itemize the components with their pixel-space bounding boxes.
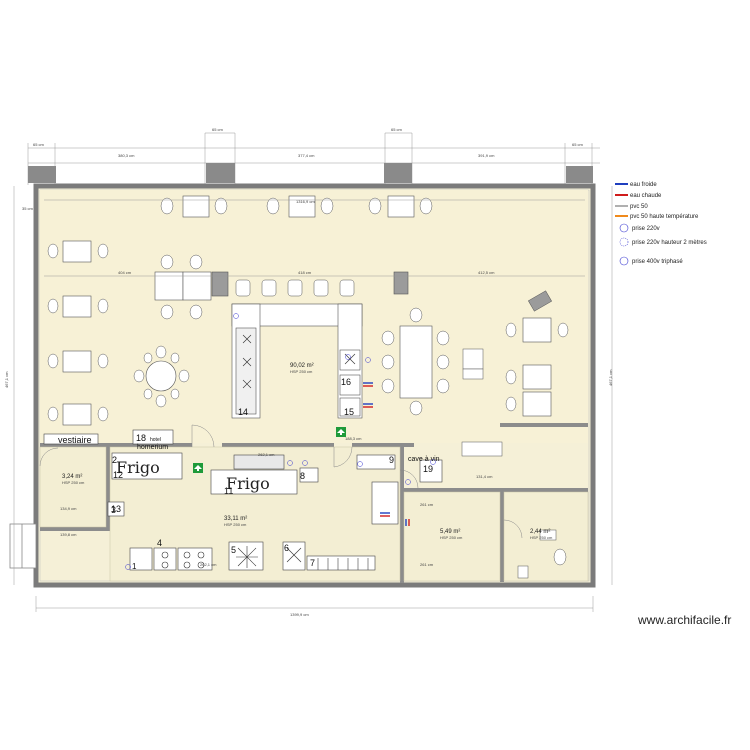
room-wc-hsp: HSP 250 cm bbox=[530, 535, 553, 540]
num-3: 3 bbox=[111, 505, 116, 515]
dim-misc-7: 262,1 cm bbox=[200, 562, 217, 567]
dim-misc-1: 1316,9 cm bbox=[296, 199, 315, 204]
label-hotel: hotel bbox=[150, 437, 161, 443]
num-4: 4 bbox=[157, 538, 162, 548]
room-vestiaire bbox=[39, 446, 107, 528]
dim-misc-6: 262,1 cm bbox=[258, 452, 275, 457]
dim-top-5: 391,9 cm bbox=[478, 153, 495, 158]
num-8: 8 bbox=[300, 471, 305, 481]
num-15: 15 bbox=[344, 407, 354, 417]
dim-top-3: 377,4 cm bbox=[298, 153, 315, 158]
dim-bottom: 1399,9 cm bbox=[290, 612, 309, 617]
wc-fixtures bbox=[517, 529, 567, 579]
num-19: 19 bbox=[423, 464, 433, 474]
top-dimension-lines bbox=[27, 132, 600, 185]
burner-icons bbox=[161, 546, 302, 569]
plug-220v-high-icon bbox=[619, 237, 629, 247]
num-1: 1 bbox=[132, 562, 137, 571]
num-6: 6 bbox=[284, 543, 289, 553]
dim-row-1: 418 cm bbox=[298, 270, 312, 275]
dim-misc-9: 134,9 cm bbox=[60, 506, 77, 511]
legend-label-4: prise 220v bbox=[632, 226, 660, 232]
room-cave bbox=[403, 491, 501, 582]
dim-top-1: 380,3 cm bbox=[118, 153, 135, 158]
room-cave-area: 5,49 m² bbox=[440, 529, 460, 535]
socket-icons bbox=[125, 313, 436, 570]
label-frigo-2: Frigo bbox=[226, 474, 270, 493]
num-14: 14 bbox=[238, 407, 248, 417]
label-vestiaire: vestiaire bbox=[58, 435, 92, 445]
legend-label-0: eau froide bbox=[630, 182, 657, 188]
room-cave-hsp: HSP 250 cm bbox=[440, 535, 463, 540]
pillars bbox=[28, 163, 593, 183]
room-salle-area: 90,02 m² bbox=[290, 363, 314, 369]
dim-left: 467,1 cm bbox=[4, 371, 9, 388]
label-frigo-1: Frigo bbox=[116, 458, 160, 477]
dim-top-4: 65 cm bbox=[391, 127, 403, 132]
dim-top-6: 65 cm bbox=[572, 142, 584, 147]
entry-door bbox=[9, 523, 37, 569]
dim-misc-2: 188,3 cm bbox=[345, 436, 362, 441]
outer-dimension-lines bbox=[13, 186, 613, 612]
legend-label-3: pvc 50 haute température bbox=[630, 214, 699, 220]
bar-equipment-icons bbox=[242, 334, 356, 389]
num-18: 18 bbox=[136, 433, 146, 443]
num-7: 7 bbox=[310, 558, 315, 568]
right-furniture bbox=[461, 290, 553, 457]
room-cuisine-area: 33,11 m² bbox=[224, 516, 247, 522]
num-13: 13 bbox=[111, 504, 121, 514]
dim-misc-4: 261 cm bbox=[420, 562, 434, 567]
legend: eau froide eau chaude pvc 50 pvc 50 haut… bbox=[615, 182, 707, 266]
bar-counter bbox=[231, 303, 363, 419]
bar-stools bbox=[235, 279, 355, 297]
num-5: 5 bbox=[231, 545, 236, 555]
legend-label-5: prise 220v hauteur 2 mètres bbox=[632, 240, 707, 246]
exit-signs bbox=[193, 427, 346, 473]
plug-400v-icon bbox=[619, 256, 629, 266]
num-9: 9 bbox=[389, 455, 394, 465]
num-16: 16 bbox=[341, 377, 351, 387]
door-swings bbox=[39, 424, 523, 539]
dim-row-0: 404 cm bbox=[118, 270, 132, 275]
num-2: 2 bbox=[112, 455, 117, 465]
dim-top-0: 65 cm bbox=[33, 142, 45, 147]
dim-misc-5: 131,4 cm bbox=[476, 474, 493, 479]
room-wc-area: 2,44 m² bbox=[530, 529, 550, 535]
kitchen-shelves bbox=[317, 558, 369, 570]
room-cuisine-hsp: HSP 250 cm bbox=[224, 522, 247, 527]
room-vestiaire-hsp: HSP 250 cm bbox=[62, 480, 85, 485]
dim-misc-3: 261 cm bbox=[420, 502, 434, 507]
label-cave-a-vin: cave à vin bbox=[408, 456, 440, 463]
num-12: 12 bbox=[113, 470, 123, 480]
legend-label-1: eau chaude bbox=[630, 193, 662, 199]
room-salle-hsp: HSP 250 cm bbox=[290, 369, 313, 374]
dim-misc-8: 139,8 cm bbox=[60, 532, 77, 537]
label-homerium: homerium bbox=[137, 444, 168, 451]
plumbing-lines bbox=[363, 382, 410, 526]
chairs bbox=[47, 197, 569, 422]
dim-row-2: 412,5 cm bbox=[478, 270, 495, 275]
dim-right: 467,1 cm bbox=[608, 369, 613, 386]
watermark: www.archifacile.fr bbox=[638, 613, 732, 627]
plug-220v-icon bbox=[619, 223, 629, 233]
legend-label-6: prise 400v triphasé bbox=[632, 259, 683, 265]
legend-label-2: pvc 50 bbox=[630, 204, 648, 210]
dining-tables bbox=[62, 195, 552, 426]
dim-misc-0: 35 cm bbox=[22, 206, 34, 211]
dim-top-2: 65 cm bbox=[212, 127, 224, 132]
num-11: 11 bbox=[224, 486, 233, 496]
room-vestiaire-area: 3,24 m² bbox=[62, 474, 82, 480]
